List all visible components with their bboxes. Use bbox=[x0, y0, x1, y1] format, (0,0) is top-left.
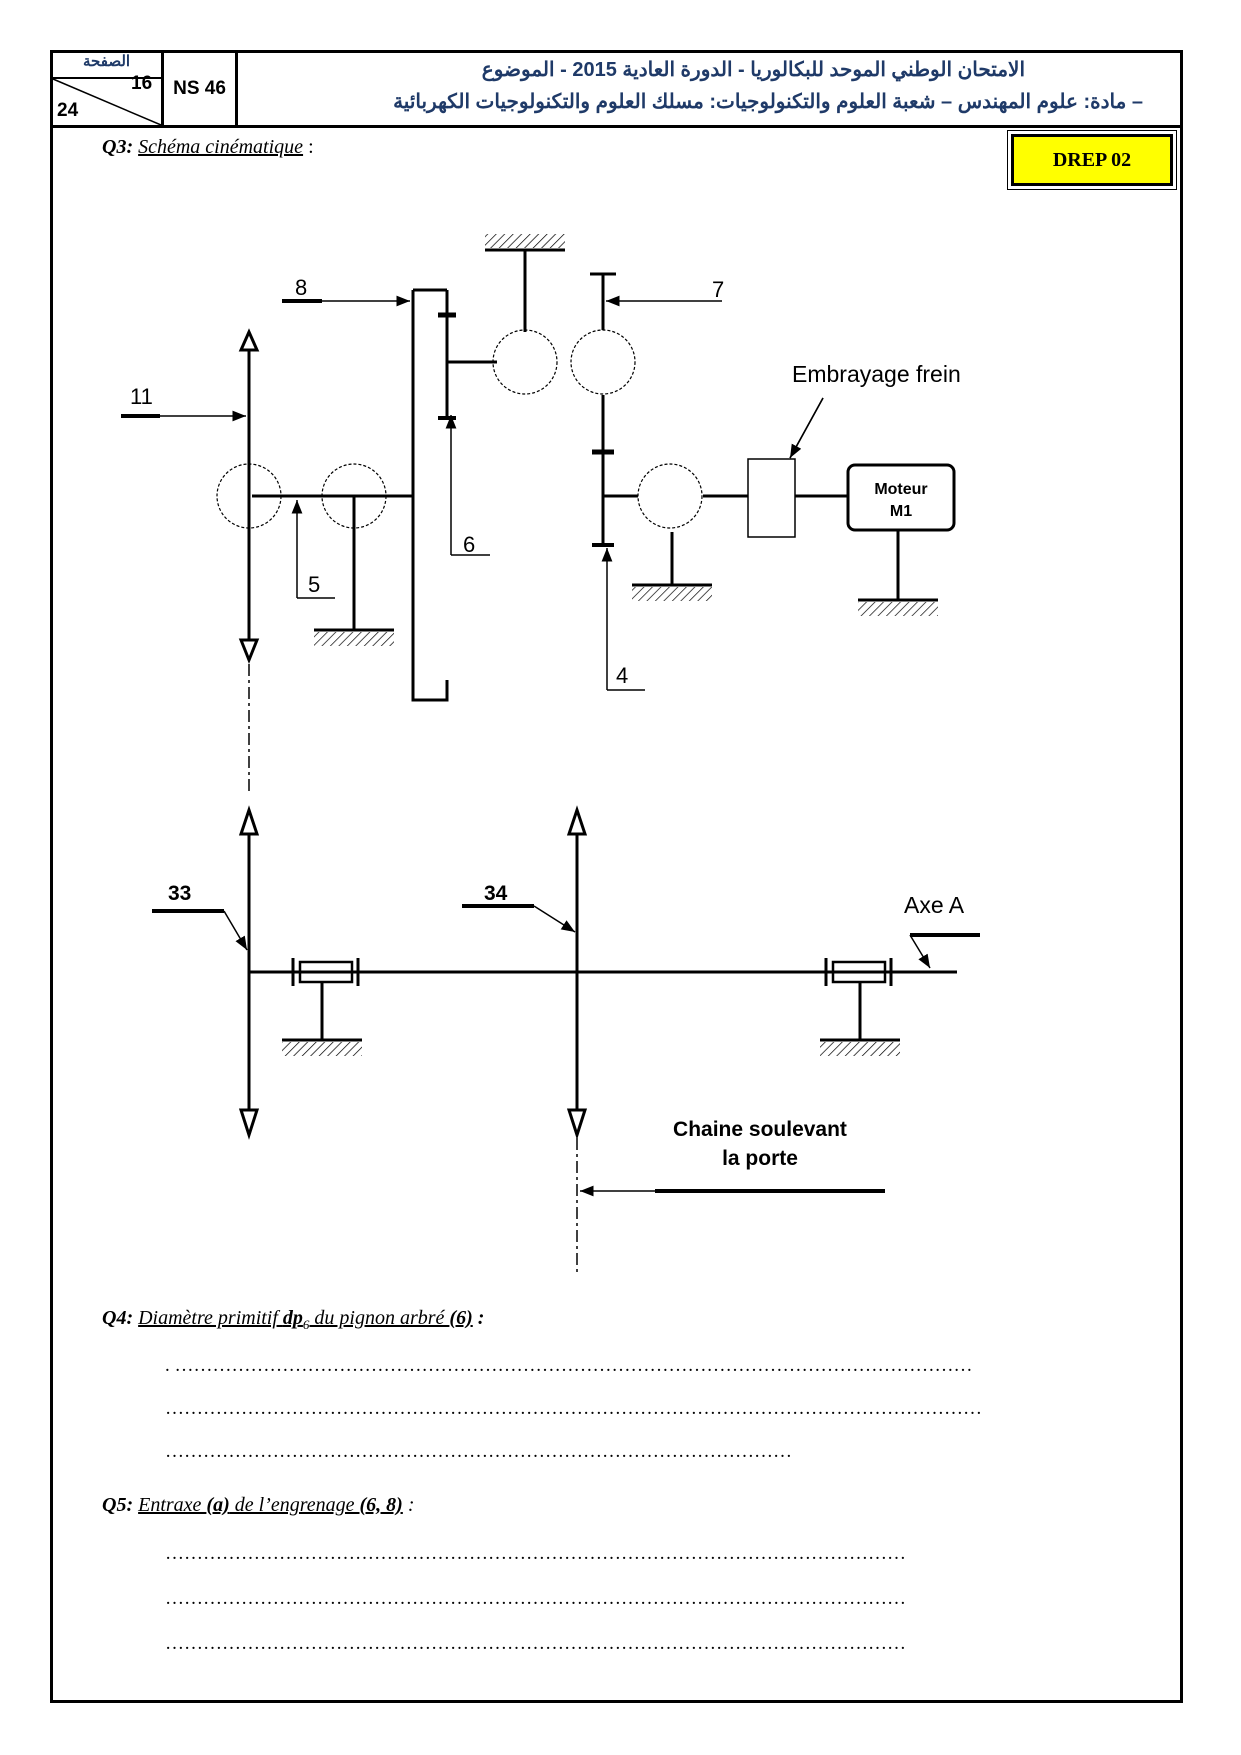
q5-text-b: de l’engrenage bbox=[229, 1494, 360, 1516]
label-11: 11 bbox=[130, 384, 153, 409]
page-total: 24 bbox=[57, 100, 79, 121]
q5-answer-line-3[interactable]: ……………………………………………………………………………………………………… bbox=[165, 1633, 906, 1654]
q4-answer-line-2[interactable]: …………………………………………………………………………………………………………… bbox=[165, 1398, 982, 1419]
page-cell-diagonal bbox=[53, 78, 161, 125]
header-title: الامتحان الوطني الموحد للبكالوريا - الدو… bbox=[240, 53, 1175, 125]
q5-number: Q5: bbox=[102, 1494, 134, 1516]
label-axe-a: Axe A bbox=[904, 892, 965, 918]
q3-number: Q3: bbox=[102, 136, 134, 158]
question-q4: Q4: Diamètre primitif dp6 du pignon arbr… bbox=[102, 1307, 484, 1333]
q5-a: (a) bbox=[206, 1494, 230, 1516]
page-number-cell: الصفحة 16 24 bbox=[53, 53, 161, 125]
q4-dp-sub: 6 bbox=[302, 1317, 310, 1332]
header-divider bbox=[50, 125, 1183, 128]
question-q5: Q5: Entraxe (a) de l’engrenage (6, 8) : bbox=[102, 1494, 415, 1517]
q5-answer-line-1[interactable]: ……………………………………………………………………………………………………… bbox=[165, 1543, 906, 1564]
q4-number: Q4: bbox=[102, 1307, 134, 1329]
label-8: 8 bbox=[295, 275, 307, 300]
drep-box-outer bbox=[1007, 130, 1177, 190]
label-6: 6 bbox=[463, 532, 475, 557]
label-7: 7 bbox=[712, 277, 724, 302]
q5-text-a: Entraxe bbox=[138, 1494, 207, 1516]
label-4: 4 bbox=[616, 663, 628, 688]
q4-text-b: du pignon arbré bbox=[309, 1307, 450, 1329]
q4-suffix: : bbox=[472, 1307, 485, 1329]
label-moteur: Moteur bbox=[874, 481, 927, 498]
title-line-2: – مادة: علوم المهندس – شعبة العلوم والتك… bbox=[393, 91, 1143, 113]
label-m1: M1 bbox=[890, 503, 912, 520]
q3-text: Schéma cinématique bbox=[138, 136, 304, 158]
q5-ref: (6, 8) bbox=[359, 1494, 403, 1516]
page-cell-divider bbox=[53, 77, 161, 79]
q4-text: Diamètre primitif dp6 du pignon arbré (6… bbox=[138, 1307, 473, 1332]
label-chaine-2: la porte bbox=[722, 1147, 798, 1170]
q4-answer-line-3[interactable]: ……………………………………………………………………………………… bbox=[165, 1441, 792, 1462]
question-q3: Q3: Schéma cinématique : bbox=[102, 136, 314, 159]
page-label: الصفحة bbox=[83, 53, 131, 70]
label-33: 33 bbox=[168, 882, 191, 905]
drep-label: DREP 02 bbox=[1011, 134, 1173, 186]
q5-text: Entraxe (a) de l’engrenage (6, 8) bbox=[138, 1494, 403, 1516]
q4-text-a: Diamètre primitif bbox=[138, 1307, 283, 1329]
label-5: 5 bbox=[308, 572, 320, 597]
q4-dp: dp bbox=[282, 1307, 303, 1329]
exam-code: NS 46 bbox=[161, 53, 238, 125]
title-line-1: الامتحان الوطني الموحد للبكالوريا - الدو… bbox=[481, 59, 1025, 81]
q4-answer-line-1[interactable]: . ……………………………………………………………………………………………………… bbox=[165, 1355, 973, 1376]
q5-suffix: : bbox=[402, 1494, 415, 1516]
q3-suffix: : bbox=[303, 136, 314, 158]
page-number: 16 bbox=[131, 73, 153, 94]
q4-ref: (6) bbox=[449, 1307, 473, 1329]
q5-answer-line-2[interactable]: ……………………………………………………………………………………………………… bbox=[165, 1588, 906, 1609]
page-frame bbox=[50, 50, 1183, 1703]
label-embrayage-frein: Embrayage frein bbox=[792, 361, 961, 387]
label-34: 34 bbox=[484, 882, 508, 905]
label-chaine-1: Chaine soulevant bbox=[673, 1118, 847, 1141]
